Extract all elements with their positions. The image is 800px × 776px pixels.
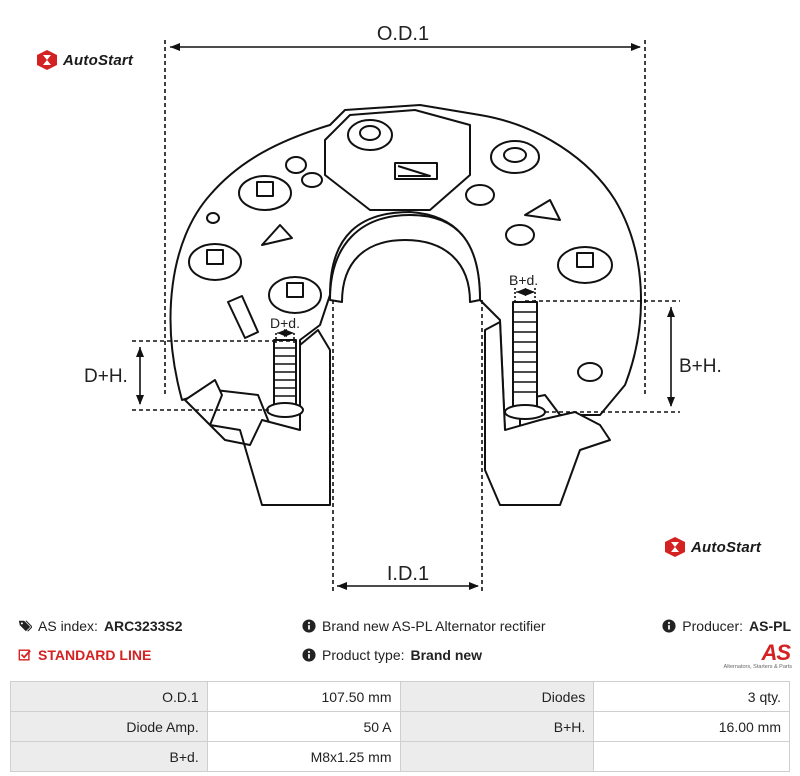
as-index-value: ARC3233S2 — [103, 618, 183, 634]
id-label: I.D.1 — [387, 563, 429, 585]
product-type: Product type: Brand new — [302, 647, 482, 663]
description-text: Brand new AS-PL Alternator rectifier — [322, 618, 546, 634]
tags-icon — [18, 620, 32, 632]
autostart-logo-icon — [665, 537, 685, 557]
producer: Producer: AS-PL — [662, 618, 791, 634]
info-circle-icon — [302, 619, 316, 633]
left-bolt — [266, 339, 304, 418]
table-row: Diode Amp. 50 A B+H. 16.00 mm — [10, 711, 790, 742]
right-bolt — [504, 301, 546, 420]
spec-label: O.D.1 — [10, 681, 208, 712]
check-square-icon — [18, 649, 31, 661]
producer-label: Producer: — [682, 618, 743, 634]
producer-value: AS-PL — [749, 618, 791, 634]
spec-value: M8x1.25 mm — [206, 741, 401, 772]
dh-label: D+H. — [84, 366, 128, 387]
as-index: AS index: ARC3233S2 — [18, 618, 183, 634]
spec-label: B+H. — [399, 711, 595, 742]
as-logo-mark: AS — [761, 640, 791, 665]
autostart-logo-top: AutoStart — [36, 50, 133, 70]
spec-label — [399, 741, 595, 772]
spec-label: Diodes — [399, 681, 595, 712]
spec-value: 3 qty. — [593, 681, 790, 712]
as-index-label: AS index: — [38, 618, 98, 634]
autostart-logo-bottom: AutoStart — [664, 537, 761, 557]
autostart-logo-icon — [37, 50, 57, 70]
spec-value: 107.50 mm — [206, 681, 401, 712]
info-circle-icon — [662, 619, 676, 633]
autostart-logo-text: AutoStart — [63, 51, 134, 69]
standard-line-text: STANDARD LINE — [38, 647, 152, 663]
od-label: O.D.1 — [377, 23, 429, 45]
specs-table: O.D.1 107.50 mm Diodes 3 qty. Diode Amp.… — [10, 681, 790, 772]
standard-line: STANDARD LINE — [18, 647, 151, 663]
table-row: B+d. M8x1.25 mm — [10, 741, 790, 772]
as-pl-logo: AS Alternators, Starters & Parts — [712, 640, 792, 670]
product-type-value: Brand new — [410, 647, 483, 663]
info-circle-icon — [302, 648, 316, 662]
spec-value: 16.00 mm — [593, 711, 790, 742]
autostart-logo-text: AutoStart — [691, 538, 762, 556]
spec-value — [593, 741, 790, 772]
description: Brand new AS-PL Alternator rectifier — [302, 618, 546, 634]
spec-label: B+d. — [10, 741, 208, 772]
left-clip — [184, 329, 331, 506]
bh-label: B+H. — [679, 356, 722, 377]
dd-label: D+d. — [270, 315, 300, 331]
as-logo-subtitle: Alternators, Starters & Parts — [723, 664, 792, 670]
inner-hole — [329, 214, 481, 303]
spec-label: Diode Amp. — [10, 711, 208, 742]
bd-label: B+d. — [509, 272, 538, 288]
spec-value: 50 A — [206, 711, 401, 742]
rectifier-diagram: O.D.1 I.D.1 D+H. B+H. D+d. B+d. — [84, 23, 722, 592]
product-type-label: Product type: — [322, 647, 405, 663]
table-row: O.D.1 107.50 mm Diodes 3 qty. — [10, 681, 790, 712]
